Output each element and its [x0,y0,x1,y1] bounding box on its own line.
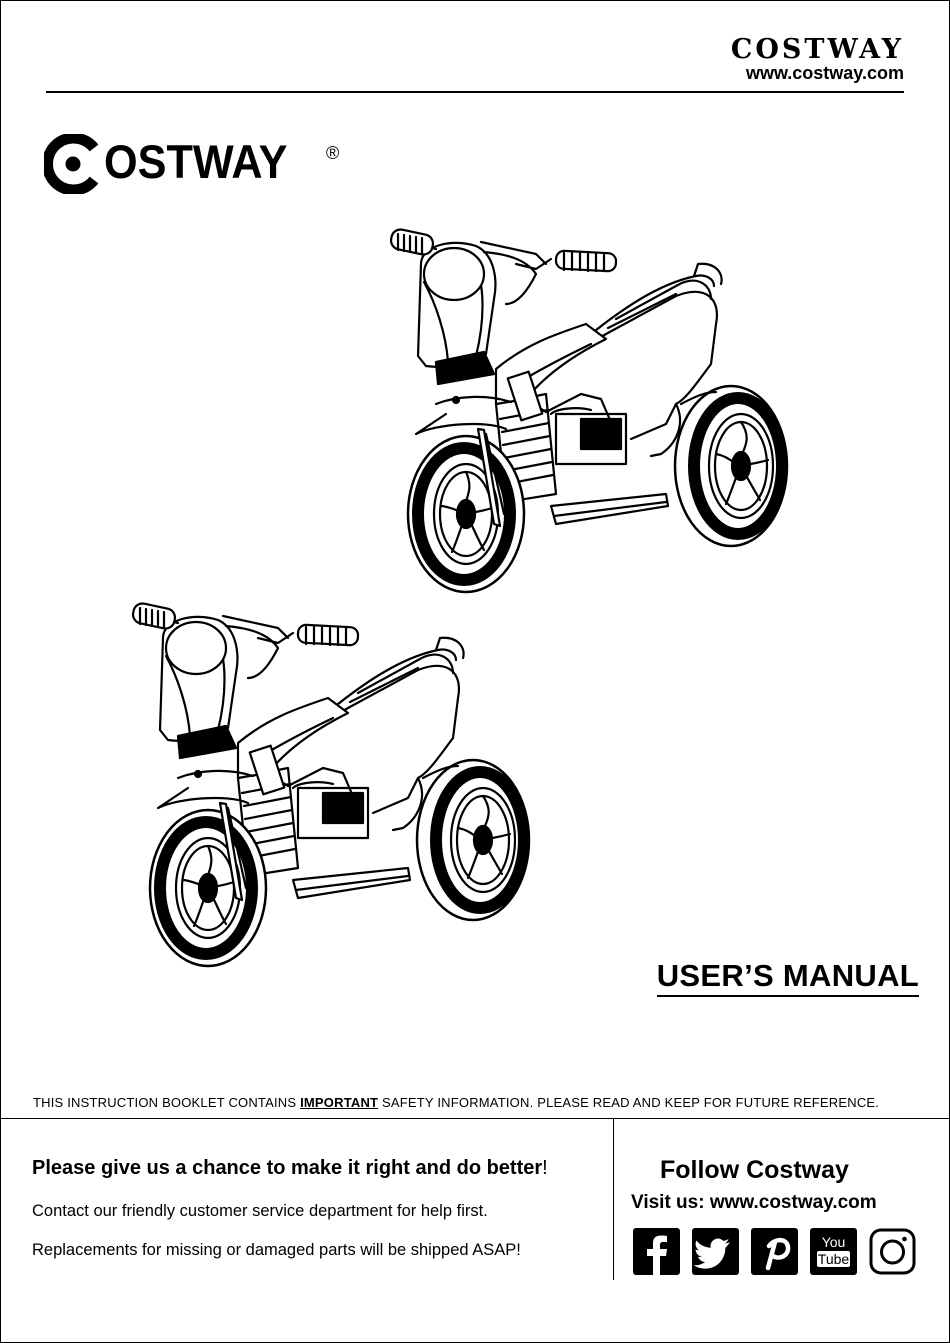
visit-url[interactable]: Visit us: www.costway.com [631,1192,877,1213]
youtube-icon[interactable]: You Tube [810,1228,857,1275]
costway-logo: OSTWAY ® [44,132,344,196]
footer-headline-mark: ! [542,1157,548,1179]
safety-notice: THIS INSTRUCTION BOOKLET CONTAINS IMPORT… [33,1095,879,1110]
motorcycle-illustration-back [118,598,558,970]
notice-important: IMPORTANT [300,1095,379,1110]
footer-contact-line: Contact our friendly customer service de… [32,1202,488,1220]
pinterest-icon[interactable] [751,1228,798,1275]
manual-title: USER’S MANUAL [656,960,919,997]
registered-mark: ® [326,143,340,163]
header-brand: COSTWAY [730,34,904,65]
facebook-icon[interactable] [633,1228,680,1275]
instagram-icon[interactable] [869,1228,916,1275]
footer-vertical-divider [613,1118,614,1280]
motorcycle-illustration-front [376,224,816,596]
youtube-text-bottom: Tube [818,1251,850,1267]
header-divider [46,91,904,93]
logo-text: OSTWAY [104,135,288,188]
youtube-text-top: You [822,1234,846,1250]
footer-headline-text: Please give us a chance to make it right… [32,1157,543,1179]
notice-pre: THIS INSTRUCTION BOOKLET CONTAINS [33,1095,301,1110]
footer-headline: Please give us a chance to make it right… [32,1157,548,1180]
follow-title: Follow Costway [660,1156,849,1184]
footer-divider [0,1118,950,1119]
footer-replacement-line: Replacements for missing or damaged part… [32,1241,521,1259]
header-url[interactable]: www.costway.com [745,63,904,83]
logo-c-mark-icon [44,134,99,194]
twitter-icon[interactable] [692,1228,739,1275]
notice-post: SAFETY INFORMATION. PLEASE READ AND KEEP… [378,1095,880,1110]
social-icons: You Tube [633,1228,916,1275]
